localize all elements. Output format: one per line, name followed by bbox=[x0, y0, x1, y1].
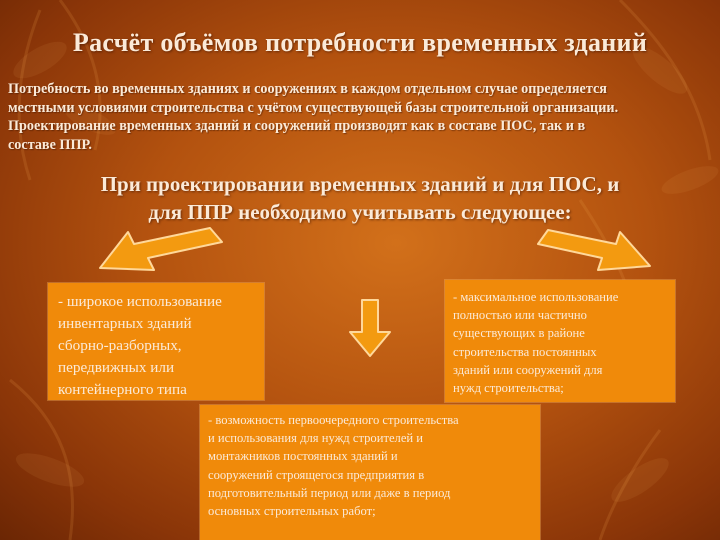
intro-paragraph: Потребность во временных зданиях и соору… bbox=[8, 80, 713, 154]
arrow-down-icon bbox=[349, 299, 391, 357]
subheading-line: для ППР необходимо учитывать следующее: bbox=[148, 200, 572, 224]
intro-line: составе ППР. bbox=[8, 136, 92, 153]
box-line: полностью или частично bbox=[453, 308, 587, 323]
box-line: - максимальное использование bbox=[453, 290, 619, 304]
bottom-consideration-box: - возможность первоочередного строительс… bbox=[200, 405, 540, 540]
box-line: - возможность первоочередного строительс… bbox=[208, 413, 459, 427]
arrow-down-right-icon bbox=[537, 229, 651, 271]
intro-line: Проектирование временных зданий и сооруж… bbox=[8, 118, 586, 134]
box-line: строительства постоянных bbox=[453, 344, 597, 359]
right-consideration-box: - максимальное использование полностью и… bbox=[445, 280, 675, 402]
box-line: основных строительных работ; bbox=[208, 504, 376, 519]
box-line: и использования для нужд строителей и bbox=[208, 431, 424, 446]
box-line: инвентарных зданий bbox=[58, 315, 192, 332]
box-line: подготовительный период или даже в перио… bbox=[208, 485, 451, 500]
box-line: существующих в районе bbox=[453, 326, 585, 341]
intro-line: Потребность во временных зданиях и соору… bbox=[8, 81, 607, 97]
box-line: зданий или сооружений для bbox=[453, 362, 603, 377]
box-line: - широкое использование bbox=[58, 293, 222, 310]
slide-title: Расчёт объёмов потребности временных зда… bbox=[72, 28, 648, 57]
box-line: сооружений строящегося предприятия в bbox=[208, 467, 425, 482]
left-consideration-box: - широкое использование инвентарных здан… bbox=[48, 283, 264, 400]
intro-line: местными условиями строительства с учёто… bbox=[8, 99, 619, 116]
subheading-line: При проектировании временных зданий и дл… bbox=[100, 172, 620, 196]
box-line: контейнерного типа bbox=[58, 381, 187, 398]
box-line: нужд строительства; bbox=[453, 381, 564, 396]
box-line: сборно-разборных, bbox=[58, 337, 182, 354]
arrow-down-left-icon bbox=[99, 227, 223, 271]
box-line: передвижных или bbox=[58, 359, 175, 376]
box-line: монтажников постоянных зданий и bbox=[208, 449, 398, 464]
subheading: При проектировании временных зданий и дл… bbox=[60, 170, 660, 226]
